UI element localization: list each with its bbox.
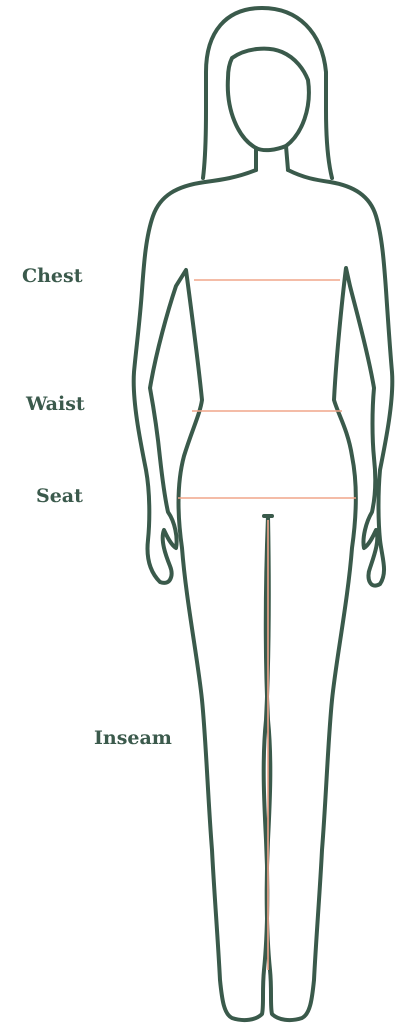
hair-outline <box>203 8 332 178</box>
inseam-label: Inseam <box>94 727 172 749</box>
body-outline-right <box>266 170 393 1020</box>
face-outline <box>228 49 309 151</box>
waist-label: Waist <box>26 393 85 415</box>
body-outline-left <box>134 170 269 1020</box>
chest-label: Chest <box>22 265 83 287</box>
seat-label: Seat <box>36 485 83 507</box>
